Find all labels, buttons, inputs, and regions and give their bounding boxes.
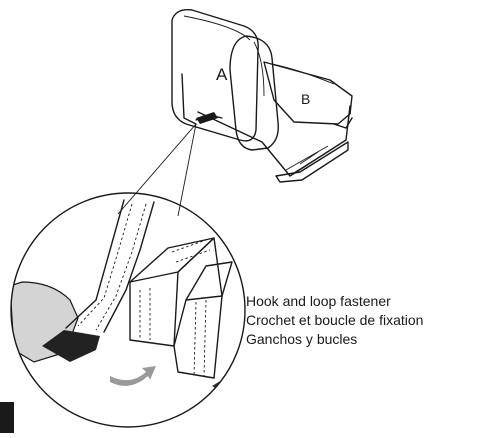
corner-block: [0, 402, 14, 433]
arrow-light: [110, 366, 156, 386]
callout-line-right: [177, 123, 197, 217]
caption-spanish: Ganchos y bucles: [246, 331, 358, 347]
label-b: B: [301, 91, 310, 107]
backrest-section-a: [171, 9, 259, 142]
sofa-base: [197, 105, 351, 177]
armrest: [229, 35, 279, 151]
hook-loop-strip: [42, 330, 100, 362]
sofa-illustration: A B: [171, 9, 353, 183]
arrow-dark: [176, 374, 232, 427]
frame-block-left: [129, 271, 179, 347]
callout-line-left: [117, 123, 197, 215]
caption-french: Crochet et boucle de fixation: [246, 312, 424, 328]
seat-section-b: [263, 61, 353, 125]
detail-magnifier: [10, 192, 246, 428]
footrest-mechanism: [275, 141, 349, 183]
caption-english: Hook and loop fastener: [246, 293, 391, 309]
magnifier-circle: [10, 192, 246, 428]
label-a: A: [216, 65, 228, 84]
frame-block-right: [173, 295, 223, 379]
